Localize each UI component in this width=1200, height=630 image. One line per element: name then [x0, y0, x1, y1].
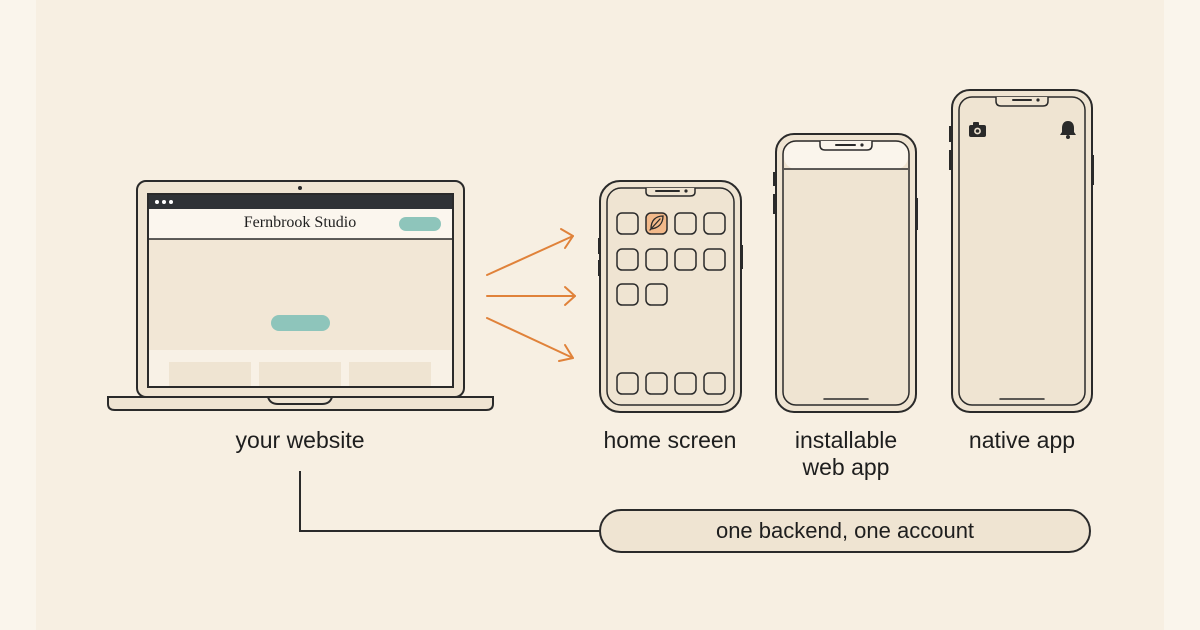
arrow-icon	[486, 317, 574, 362]
connector-line	[299, 471, 600, 532]
phone-installable-web-app	[773, 133, 918, 413]
backend-pill	[599, 509, 1091, 553]
label-native-app: native app	[968, 427, 1076, 453]
label-your-website: your website	[235, 427, 365, 453]
site-title: Fernbrook Studio	[243, 214, 357, 231]
leaf-icon	[649, 215, 664, 231]
laptop-illustration	[107, 180, 494, 411]
site-nav-button	[399, 217, 441, 231]
arrow-icon	[486, 286, 576, 306]
phone-native-app	[949, 89, 1094, 413]
label-installable-web-app: installable web app	[794, 427, 898, 480]
browser-titlebar	[149, 195, 452, 209]
phone-home-screen	[598, 180, 743, 413]
label-home-screen: home screen	[603, 427, 737, 453]
app-dock	[616, 372, 726, 395]
app-icon-grid	[616, 212, 726, 306]
backend-pill-label: one backend, one account	[715, 518, 975, 543]
site-cta-button	[271, 315, 330, 331]
arrow-icon	[486, 228, 574, 276]
camera-icon	[969, 122, 986, 137]
arrows-group	[486, 228, 576, 362]
bell-icon	[1060, 121, 1076, 139]
